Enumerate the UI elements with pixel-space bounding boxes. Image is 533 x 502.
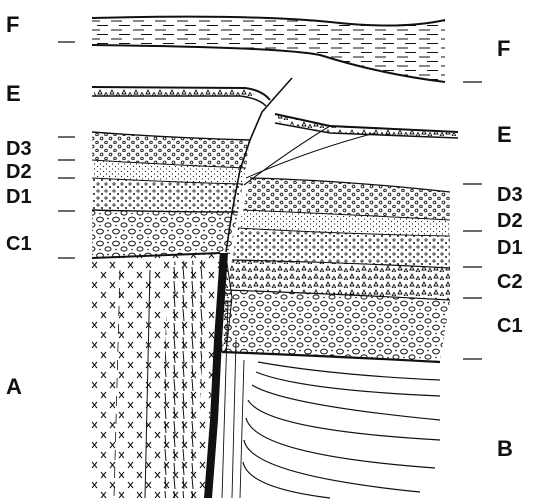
- label-left-f: F: [6, 12, 19, 37]
- layer-e-left-fill: [94, 88, 254, 96]
- label-right-b: B: [497, 436, 513, 461]
- label-left-c1: C1: [6, 233, 32, 255]
- label-right-c2: C2: [497, 271, 523, 293]
- fault-splay-1: [244, 126, 330, 185]
- fault-splay-2: [246, 133, 375, 178]
- label-right-e: E: [497, 122, 512, 147]
- label-right-f: F: [497, 36, 510, 61]
- label-left-e: E: [6, 81, 21, 106]
- right-tick-marks: [463, 82, 482, 359]
- layer-e-left-lower: [92, 96, 266, 106]
- label-right-d3: D3: [497, 184, 523, 206]
- label-right-d2: D2: [497, 210, 523, 232]
- label-right-d1: D1: [497, 237, 523, 259]
- basement-b: [243, 362, 440, 498]
- label-right-c1: C1: [497, 315, 523, 337]
- label-left-d3: D3: [6, 138, 32, 160]
- label-left-a: A: [6, 374, 22, 399]
- right-c1: [222, 290, 450, 362]
- label-left-d2: D2: [6, 161, 32, 183]
- label-left-d1: D1: [6, 186, 32, 208]
- left-tick-marks: [58, 42, 75, 258]
- left-c1: [92, 210, 238, 258]
